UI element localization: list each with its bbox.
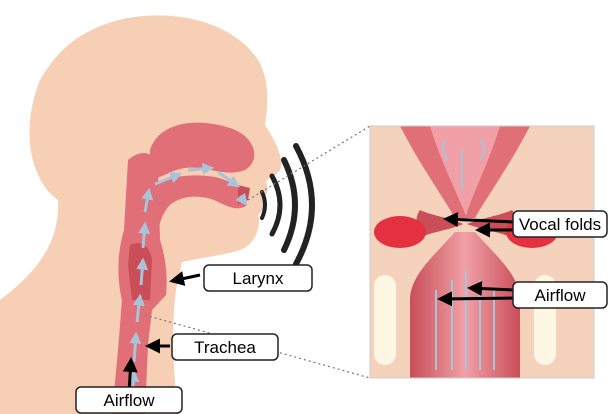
label-airflow-bottom-text: Airflow	[103, 391, 155, 410]
label-trachea-text: Trachea	[194, 338, 256, 357]
label-trachea: Trachea	[172, 334, 278, 360]
label-vocal-folds: Vocal folds	[513, 211, 607, 237]
label-vocal-folds-text: Vocal folds	[519, 215, 601, 234]
label-airflow-inset-text: Airflow	[534, 286, 586, 305]
label-airflow-bottom: Airflow	[76, 387, 182, 413]
label-larynx: Larynx	[204, 265, 312, 291]
label-airflow-inset: Airflow	[513, 282, 607, 308]
label-larynx-text: Larynx	[232, 269, 284, 288]
vocal-folds-inset	[370, 126, 594, 378]
